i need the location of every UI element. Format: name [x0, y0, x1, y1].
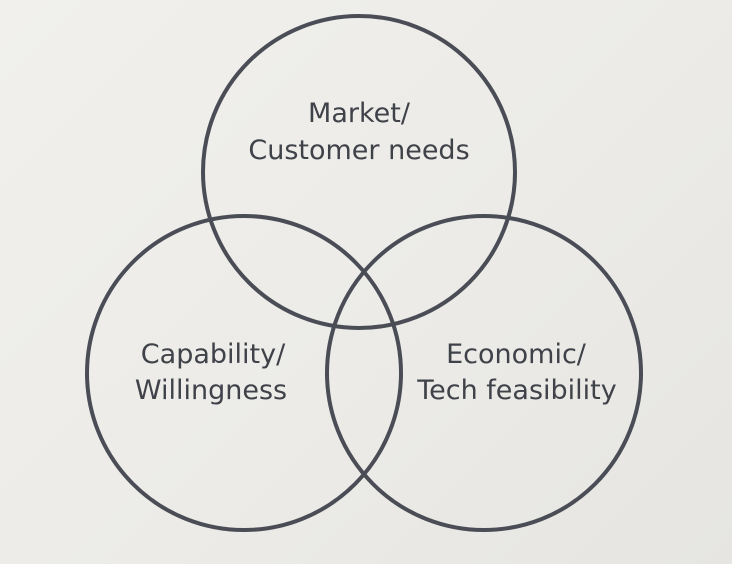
capability-label-line-1: Capability/ — [141, 339, 286, 370]
capability-label-line-2: Willingness — [135, 375, 287, 406]
economic-label-line-1: Economic/ — [446, 339, 587, 370]
market-label-line-1: Market/ — [308, 98, 411, 129]
economic-label-line-2: Tech feasibility — [416, 375, 617, 406]
market-circle — [201, 14, 517, 330]
capability-circle — [85, 214, 403, 532]
economic-circle — [325, 214, 643, 532]
market-label-line-2: Customer needs — [248, 135, 469, 166]
